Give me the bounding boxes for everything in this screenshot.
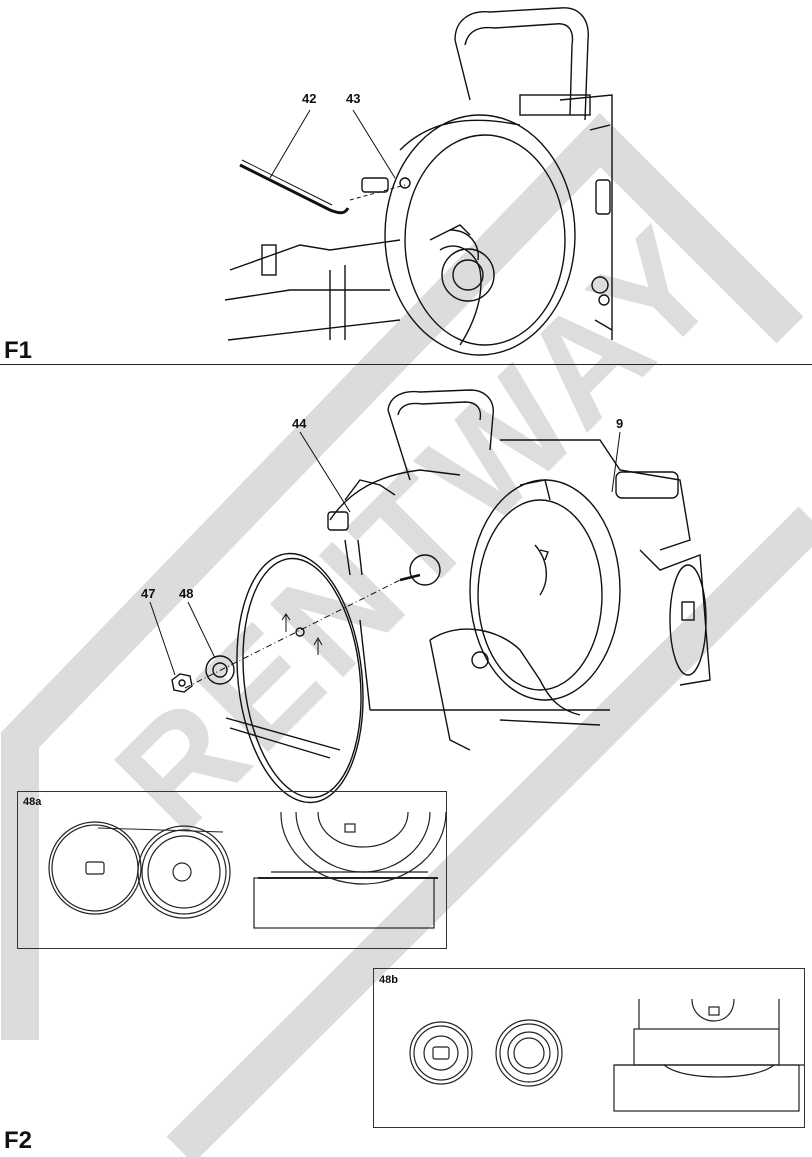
callout-43: 43 xyxy=(346,91,361,106)
figure-label-f1: F1 xyxy=(4,337,33,364)
callout-48: 48 xyxy=(179,586,194,601)
detail-48a-drawing xyxy=(48,811,447,929)
figure-divider xyxy=(0,364,812,365)
detail-48b-drawing xyxy=(409,998,804,1112)
detail-box-48a: 48a xyxy=(17,791,447,949)
figure-1-drawing xyxy=(224,7,613,356)
callout-44: 44 xyxy=(292,416,307,431)
detail-box-48b: 48b xyxy=(373,968,805,1128)
callout-47: 47 xyxy=(141,586,156,601)
figure-label-f2: F2 xyxy=(4,1127,33,1154)
callout-42: 42 xyxy=(302,91,317,106)
figure-2-drawing xyxy=(149,389,711,804)
detail-box-48a-title: 48a xyxy=(23,796,42,808)
callout-9: 9 xyxy=(616,416,624,431)
detail-box-48b-title: 48b xyxy=(379,974,398,986)
